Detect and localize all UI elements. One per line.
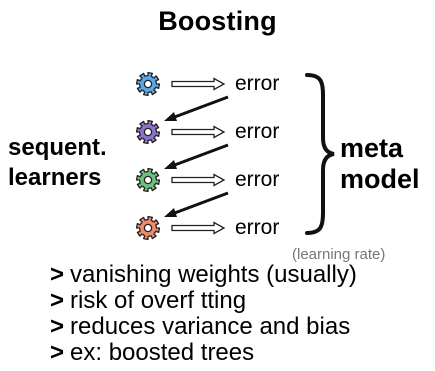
learner-1-gear-icon (135, 71, 161, 97)
bullet-item-3: >reduces variance and bias (50, 314, 357, 340)
curly-brace (305, 73, 335, 235)
bullet-text: risk of overf tting (70, 287, 247, 314)
bullet-marker: > (50, 287, 65, 314)
learner-4-gear-icon (135, 215, 161, 241)
gear-hub (143, 223, 153, 233)
error-label-2: error (235, 120, 280, 143)
error-label-1: error (235, 72, 280, 95)
bullet-text: vanishing weights (usually) (70, 261, 357, 288)
meta-model-line-2: model (340, 164, 420, 194)
bullet-marker: > (50, 261, 65, 288)
feedback-arrow-2 (171, 143, 229, 168)
arrow-to-error-3 (171, 173, 226, 187)
bullet-marker: > (50, 339, 65, 366)
feedback-arrowhead-3 (164, 208, 177, 217)
bullet-text: ex: boosted trees (70, 339, 255, 366)
error-label-3: error (235, 168, 280, 191)
meta-model-label: meta model (340, 133, 420, 195)
bullet-marker: > (50, 313, 65, 340)
arrow-to-error-2 (171, 125, 226, 139)
learning-rate-note: (learning rate) (292, 246, 386, 263)
learner-3-gear-icon (135, 167, 161, 193)
arrow-to-error-1 (171, 77, 226, 91)
gear-hub (143, 79, 153, 89)
sequential-learners-line-1: sequent. (8, 134, 107, 161)
feedback-arrowhead-1 (164, 112, 177, 121)
diagram-title: Boosting (158, 6, 277, 36)
bullet-list: >vanishing weights (usually) >risk of ov… (50, 262, 357, 366)
feedback-arrow-3 (171, 191, 229, 216)
meta-model-line-1: meta (340, 133, 404, 163)
bullet-item-1: >vanishing weights (usually) (50, 262, 357, 288)
arrow-to-error-4 (171, 221, 226, 235)
bullet-item-2: >risk of overf tting (50, 288, 357, 314)
bullet-item-4: >ex: boosted trees (50, 340, 357, 366)
bullet-text: reduces variance and bias (70, 313, 351, 340)
sequential-learners-line-2: learners (8, 164, 102, 191)
feedback-arrow-1 (171, 95, 229, 120)
gear-hub (143, 127, 153, 137)
error-label-4: error (235, 216, 280, 239)
feedback-arrowhead-2 (164, 160, 177, 169)
sequential-learners-label: sequent. learners (8, 133, 107, 193)
gear-hub (143, 175, 153, 185)
learner-2-gear-icon (135, 119, 161, 145)
